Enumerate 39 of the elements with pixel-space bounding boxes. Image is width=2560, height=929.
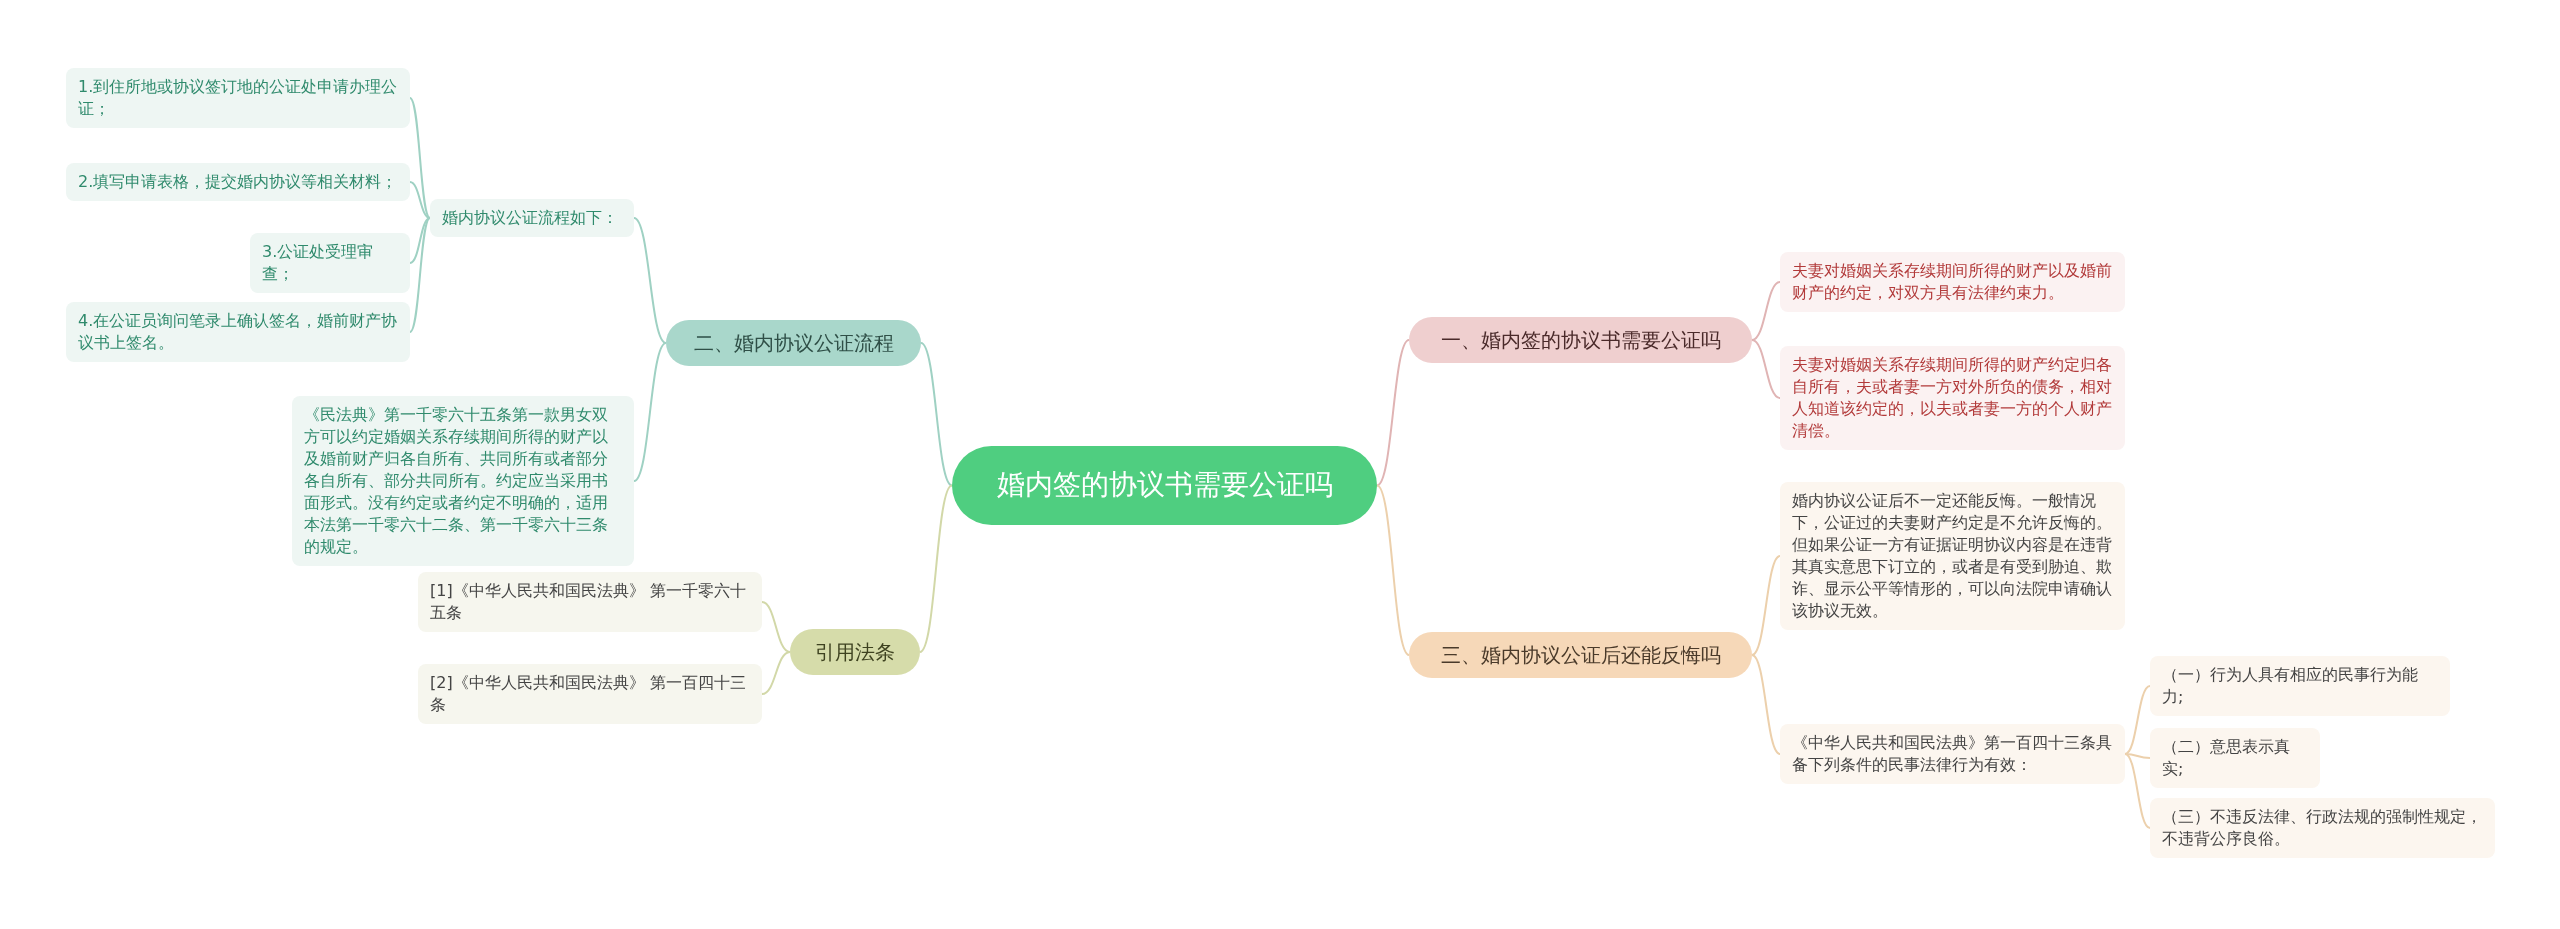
connector-line [919,484,953,653]
connector-line [409,217,431,333]
condition-card: （三）不违反法律、行政法规的强制性规定，不违背公序良俗。 [2150,798,2495,858]
connector-line [633,217,667,344]
connector-line [1376,484,1410,656]
step-card: 4.在公证员询问笔录上确认签名，婚前财产协议书上签名。 [66,302,410,362]
connector-line [2124,685,2151,755]
connector-line [1751,555,1781,656]
central-topic: 婚内签的协议书需要公证吗 [952,446,1377,525]
connector-line [920,342,953,487]
connector-line [1751,281,1781,341]
step-card: 3.公证处受理审查； [250,233,410,293]
connector-line [409,181,431,219]
connector-line [2124,753,2151,759]
connector-line [633,342,667,482]
step-card: 1.到住所地或协议签订地的公证处申请办理公证； [66,68,410,128]
note-card: 夫妻对婚姻关系存续期间所得的财产以及婚前财产的约定，对双方具有法律约束力。 [1780,252,2125,312]
step-card: 2.填写申请表格，提交婚内协议等相关材料； [66,163,410,201]
connector-line [409,217,431,264]
connector-line [761,601,791,653]
subtopic-card: 婚内协议公证流程如下： [430,199,634,237]
connector-line [409,97,431,219]
connector-line [1376,339,1410,487]
connector-line [1751,339,1781,399]
subtopic-card: 《中华人民共和国民法典》第一百四十三条具备下列条件的民事法律行为有效： [1780,724,2125,784]
branch-topic: 三、婚内协议公证后还能反悔吗 [1409,632,1752,678]
note-card: 夫妻对婚姻关系存续期间所得的财产约定归各自所有，夫或者妻一方对外所负的债务，相对人知道该约定的，以夫或者妻一方的个人财产清偿。 [1780,346,2125,450]
branch-topic: 一、婚内签的协议书需要公证吗 [1409,317,1752,363]
branch-topic: 引用法条 [790,629,920,675]
citation-card: [1]《中华人民共和国民法典》 第一千零六十五条 [418,572,762,632]
condition-card: （二）意思表示真实; [2150,728,2320,788]
note-card: 婚内协议公证后不一定还能反悔。一般情况下，公证过的夫妻财产约定是不允许反悔的。但如果公证一方有证据证明协议内容是在违背其真实意思下订立的，或者是有受到胁迫、欺诈、显示公平等情形的，可以向法院申请确认该协议无效。 [1780,482,2125,630]
connector-line [2124,753,2151,829]
note-card: 《民法典》第一千零六十五条第一款男女双方可以约定婚姻关系存续期间所得的财产以及婚前财产归各自所有、共同所有或者部分各自所有、部分共同所有。约定应当采用书面形式。没有约定或者约定不明确的，适用本法第一千零六十二条、第一千零六十三条的规定。 [292,396,634,566]
connector-line [1751,654,1781,755]
connector-line [761,651,791,695]
branch-topic: 二、婚内协议公证流程 [666,320,921,366]
citation-card: [2]《中华人民共和国民法典》 第一百四十三条 [418,664,762,724]
condition-card: （一）行为人具有相应的民事行为能力; [2150,656,2450,716]
